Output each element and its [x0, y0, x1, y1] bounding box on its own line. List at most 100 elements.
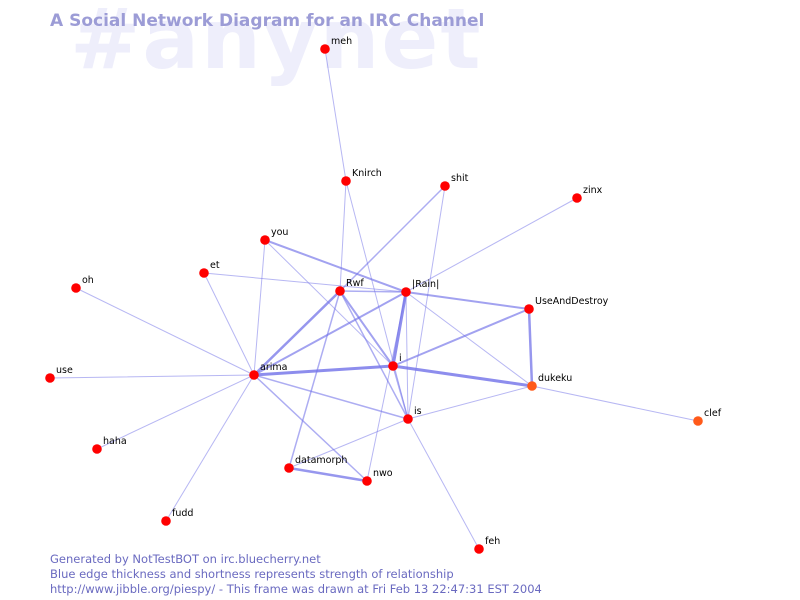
- node-haha: haha: [92, 436, 127, 454]
- node-zinx: zinx: [572, 185, 603, 203]
- node-dot: [71, 283, 81, 293]
- node-label: zinx: [583, 185, 603, 196]
- node-label: oh: [82, 275, 94, 286]
- footer-url-timestamp: http://www.jibble.org/piespy/ - This fra…: [50, 582, 542, 596]
- node-label: shit: [451, 173, 469, 184]
- node-label: arima: [260, 362, 287, 373]
- edge-haha-arima: [96, 374, 255, 450]
- edge-you-rain: [264, 239, 407, 293]
- node-shit: shit: [440, 173, 469, 191]
- node-label: dukeku: [538, 373, 572, 384]
- edge-rwf-datamorph: [288, 290, 341, 469]
- node-dot: [260, 235, 270, 245]
- edge-i-dukeku: [391, 364, 534, 388]
- edge-rwf-i: [339, 290, 394, 367]
- node-is: is: [403, 406, 422, 424]
- node-label: Knirch: [352, 168, 382, 179]
- node-label: haha: [103, 436, 127, 447]
- node-dot: [401, 287, 411, 297]
- edge-rain-useanddestroy: [405, 291, 530, 310]
- node-label: et: [210, 260, 220, 271]
- edge-useanddestroy-dukeku: [527, 307, 534, 388]
- node-dot: [341, 176, 351, 186]
- node-feh: feh: [474, 536, 500, 554]
- edge-dukeku-clef: [531, 385, 699, 422]
- edge-is-feh: [407, 418, 480, 550]
- footer-generated-by: Generated by NotTestBOT on irc.bluecherr…: [50, 552, 321, 566]
- node-label: clef: [704, 408, 722, 419]
- edge-layer: [49, 48, 699, 550]
- node-label: feh: [485, 536, 500, 547]
- node-datamorph: datamorph: [284, 455, 347, 473]
- node-label: nwo: [373, 468, 393, 479]
- edge-shit-rwf: [339, 185, 446, 292]
- edge-dukeku-is: [407, 385, 533, 420]
- edge-oh-arima: [75, 287, 255, 376]
- footer-legend-note: Blue edge thickness and shortness repres…: [50, 567, 454, 581]
- edge-et-arima: [203, 272, 255, 376]
- edge-knirch-is: [345, 180, 409, 420]
- edge-knirch-rwf: [339, 180, 347, 292]
- edge-rwf-is: [339, 290, 409, 420]
- node-you: you: [260, 227, 288, 245]
- node-arima: arima: [249, 362, 287, 380]
- node-dot: [572, 193, 582, 203]
- node-label: datamorph: [295, 455, 347, 466]
- node-meh: meh: [320, 36, 352, 54]
- edge-i-arima: [252, 364, 395, 377]
- edge-zinx-rain: [405, 197, 578, 293]
- edge-arima-nwo: [253, 374, 368, 482]
- node-label: is: [414, 406, 422, 417]
- node-dot: [92, 444, 102, 454]
- node-dot: [320, 44, 330, 54]
- node-label: you: [271, 227, 288, 238]
- node-dot: [199, 268, 209, 278]
- edge-rwf-arima: [252, 289, 342, 377]
- node-dukeku: dukeku: [527, 373, 572, 391]
- node-label: i: [399, 353, 402, 364]
- diagram-title: A Social Network Diagram for an IRC Chan…: [50, 11, 485, 31]
- node-rwf: Rwf: [335, 278, 364, 296]
- node-dot: [474, 544, 484, 554]
- edge-rain-is: [405, 291, 409, 420]
- node-dot: [693, 416, 703, 426]
- edge-meh-knirch: [324, 48, 347, 182]
- edge-you-arima: [253, 239, 266, 376]
- node-label: UseAndDestroy: [535, 296, 609, 307]
- footer: Generated by NotTestBOT on irc.bluecherr…: [50, 552, 542, 597]
- node-oh: oh: [71, 275, 94, 293]
- node-rain: |Rain|: [401, 279, 439, 297]
- node-et: et: [199, 260, 220, 278]
- edge-useanddestroy-i: [392, 308, 530, 367]
- node-dot: [284, 463, 294, 473]
- edge-et-rain: [203, 272, 407, 293]
- edge-arima-is: [253, 374, 409, 420]
- node-dot: [335, 286, 345, 296]
- node-clef: clef: [693, 408, 722, 426]
- edge-use-arima: [49, 374, 255, 379]
- channel-watermark: #anynet: [70, 0, 483, 88]
- edge-rain-arima: [253, 291, 407, 376]
- node-i: i: [388, 353, 402, 371]
- node-fudd: fudd: [161, 508, 193, 526]
- node-dot: [362, 476, 372, 486]
- node-dot: [440, 181, 450, 191]
- edge-shit-is: [407, 185, 446, 420]
- edge-rwf-rain: [339, 290, 407, 293]
- edge-rain-nwo: [366, 291, 407, 482]
- edge-is-datamorph: [288, 418, 409, 469]
- node-dot: [403, 414, 413, 424]
- node-knirch: Knirch: [341, 168, 382, 186]
- node-dot: [388, 361, 398, 371]
- node-dot: [524, 304, 534, 314]
- edge-datamorph-nwo: [287, 466, 369, 483]
- node-label: use: [56, 365, 73, 376]
- edge-fudd-arima: [165, 374, 255, 522]
- edge-rain-dukeku: [405, 291, 533, 387]
- node-label: fudd: [172, 508, 193, 519]
- node-dot: [45, 373, 55, 383]
- node-nwo: nwo: [362, 468, 393, 486]
